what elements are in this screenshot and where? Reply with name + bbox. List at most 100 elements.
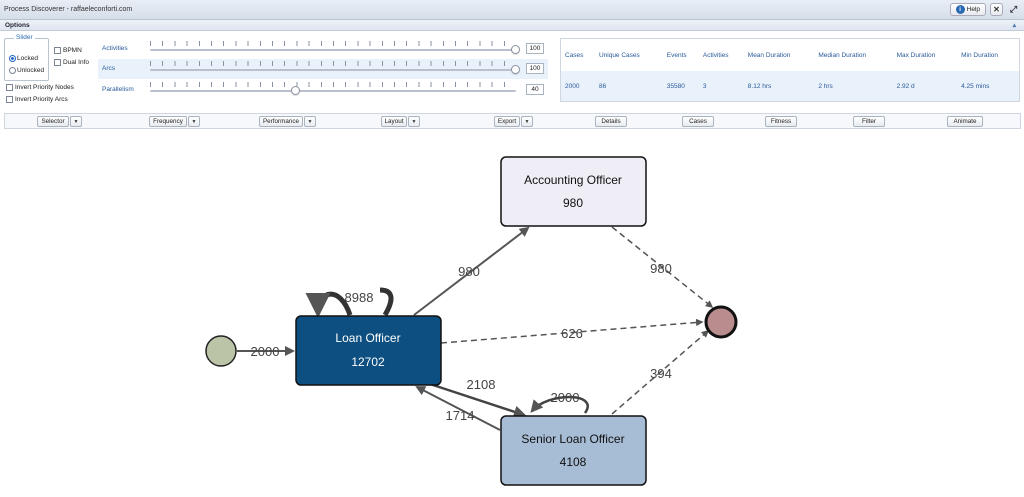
slider-value[interactable]: 100 [526, 43, 544, 54]
slider-row-parallelism: Parallelism 40 [98, 80, 548, 100]
node-name: Loan Officer [335, 331, 400, 345]
slider-row-arcs: Arcs 100 [98, 59, 548, 79]
invert-arcs-checkbox[interactable] [6, 96, 13, 103]
dual-info-checkbox[interactable] [54, 59, 61, 66]
stats-header: Events [666, 51, 687, 59]
chevron-down-icon[interactable]: ▼ [188, 116, 200, 127]
edge-senior-to-end[interactable] [611, 330, 710, 415]
invert-nodes-checkbox[interactable] [6, 84, 13, 91]
help-label: Help [966, 6, 980, 13]
invert-nodes-label: Invert Priority Nodes [15, 84, 74, 91]
dual-info-option[interactable]: Dual Info [54, 59, 89, 66]
help-icon: i [955, 5, 965, 14]
slider-lock-group: Slider Locked Unlocked [4, 34, 49, 81]
options-header[interactable]: Options ▴ [0, 20, 1024, 31]
stats-header: Unique Cases [598, 51, 640, 59]
stats-header: Max Duration [896, 51, 936, 59]
stats-value: 2 hrs [814, 71, 893, 101]
stats-value: 2.92 d [892, 71, 958, 101]
close-icon[interactable]: ✕ [990, 3, 1003, 16]
node-count: 980 [563, 196, 583, 210]
bpmn-checkbox[interactable] [54, 47, 61, 54]
chevron-down-icon[interactable]: ▼ [521, 116, 533, 127]
fitness-button[interactable]: Fitness [765, 116, 797, 127]
bpmn-label: BPMN [63, 47, 82, 54]
slider-thumb[interactable] [511, 45, 520, 54]
chevron-down-icon[interactable]: ▼ [70, 116, 82, 127]
stats-value: 4.25 mins [957, 71, 1019, 101]
end-event[interactable] [704, 305, 738, 339]
window-tools: i Help ✕ ⤢ [949, 3, 1020, 16]
selector-button[interactable]: Selector [37, 116, 69, 127]
log-statistics: Cases Unique Cases Events Activities Mea… [560, 38, 1020, 102]
node-name: Senior Loan Officer [521, 432, 624, 446]
stats-header: Min Duration [961, 51, 998, 59]
slider-value[interactable]: 100 [526, 63, 544, 74]
edge-loan-to-senior[interactable] [429, 382, 527, 418]
slider-ticks [150, 82, 516, 87]
stats-header: Median Duration [818, 51, 867, 59]
stats-value-row: 2000 86 35580 3 8.12 hrs 2 hrs 2.92 d 4.… [561, 71, 1019, 101]
stats-header: Mean Duration [747, 51, 791, 59]
node-count: 4108 [560, 455, 587, 469]
cases-button[interactable]: Cases [682, 116, 714, 127]
node-accounting-officer[interactable] [500, 156, 647, 227]
node-count: 12702 [351, 355, 385, 369]
stats-value: 3 [698, 71, 744, 101]
edge-senior-to-loan[interactable] [415, 386, 501, 431]
edge-label: 394 [650, 366, 672, 381]
edge-senior-self-loop[interactable] [530, 395, 589, 414]
stats-value: 8.12 hrs [743, 71, 815, 101]
slider-thumb[interactable] [291, 86, 301, 95]
invert-arcs-option[interactable]: Invert Priority Arcs [6, 96, 68, 103]
slider-track[interactable] [150, 90, 516, 92]
node-loan-officer[interactable] [295, 315, 442, 386]
export-button[interactable]: Export [494, 116, 520, 127]
slider-label: Activities [102, 45, 128, 52]
main-toolbar: Selector ▼ Frequency ▼ Performance ▼ Lay… [4, 113, 1021, 129]
slider-legend: Slider [14, 34, 35, 41]
locked-option[interactable]: Locked [9, 55, 38, 62]
edge-label: 2000 [251, 344, 280, 359]
chevron-down-icon[interactable]: ▼ [304, 116, 316, 127]
edge-loan-to-end[interactable] [440, 318, 704, 344]
stats-header-row: Cases Unique Cases Events Activities Mea… [561, 39, 1019, 71]
frequency-button[interactable]: Frequency [149, 116, 187, 127]
stats-value: 86 [594, 71, 663, 101]
slider-track[interactable] [150, 69, 516, 71]
stats-header: Cases [565, 51, 584, 59]
slider-thumb[interactable] [511, 65, 520, 74]
slider-label: Parallelism [102, 86, 134, 93]
performance-button[interactable]: Performance [259, 116, 303, 127]
edge-loan-officer-self-loop[interactable] [305, 291, 353, 318]
unlocked-radio[interactable] [9, 67, 16, 74]
animate-button[interactable]: Animate [947, 116, 983, 127]
unlocked-option[interactable]: Unlocked [9, 67, 44, 74]
slider-value[interactable]: 40 [526, 84, 544, 95]
stats-table: Cases Unique Cases Events Activities Mea… [561, 39, 1019, 101]
collapse-icon[interactable]: ▴ [1012, 22, 1016, 29]
bpmn-option[interactable]: BPMN [54, 47, 82, 54]
stats-value: 35580 [662, 71, 699, 101]
slider-track[interactable] [150, 49, 516, 51]
filter-sliders: Activities 100 Arcs 100 Parallelism 40 [98, 38, 558, 102]
edge-accounting-to-end[interactable] [611, 226, 714, 308]
slider-label: Arcs [102, 65, 115, 72]
layout-button[interactable]: Layout [381, 116, 407, 127]
start-event[interactable] [205, 335, 237, 367]
edge-loan-officer-self-loop-tail [379, 287, 394, 317]
slider-ticks [150, 61, 516, 66]
edge-loan-to-accounting[interactable] [413, 226, 530, 316]
slider-ticks [150, 41, 516, 46]
expand-icon[interactable]: ⤢ [1009, 4, 1018, 14]
process-map[interactable]: 2000 8988 980 980 626 2108 1714 2000 394… [0, 130, 1024, 497]
chevron-down-icon[interactable]: ▼ [408, 116, 420, 127]
locked-radio[interactable] [9, 55, 16, 62]
edge-label: 1714 [446, 408, 475, 423]
filter-button[interactable]: Filter [853, 116, 885, 127]
details-button[interactable]: Details [595, 116, 627, 127]
edge-label: 980 [458, 264, 480, 279]
node-senior-loan-officer[interactable] [500, 415, 647, 486]
invert-nodes-option[interactable]: Invert Priority Nodes [6, 84, 74, 91]
help-button[interactable]: i Help [949, 3, 986, 16]
